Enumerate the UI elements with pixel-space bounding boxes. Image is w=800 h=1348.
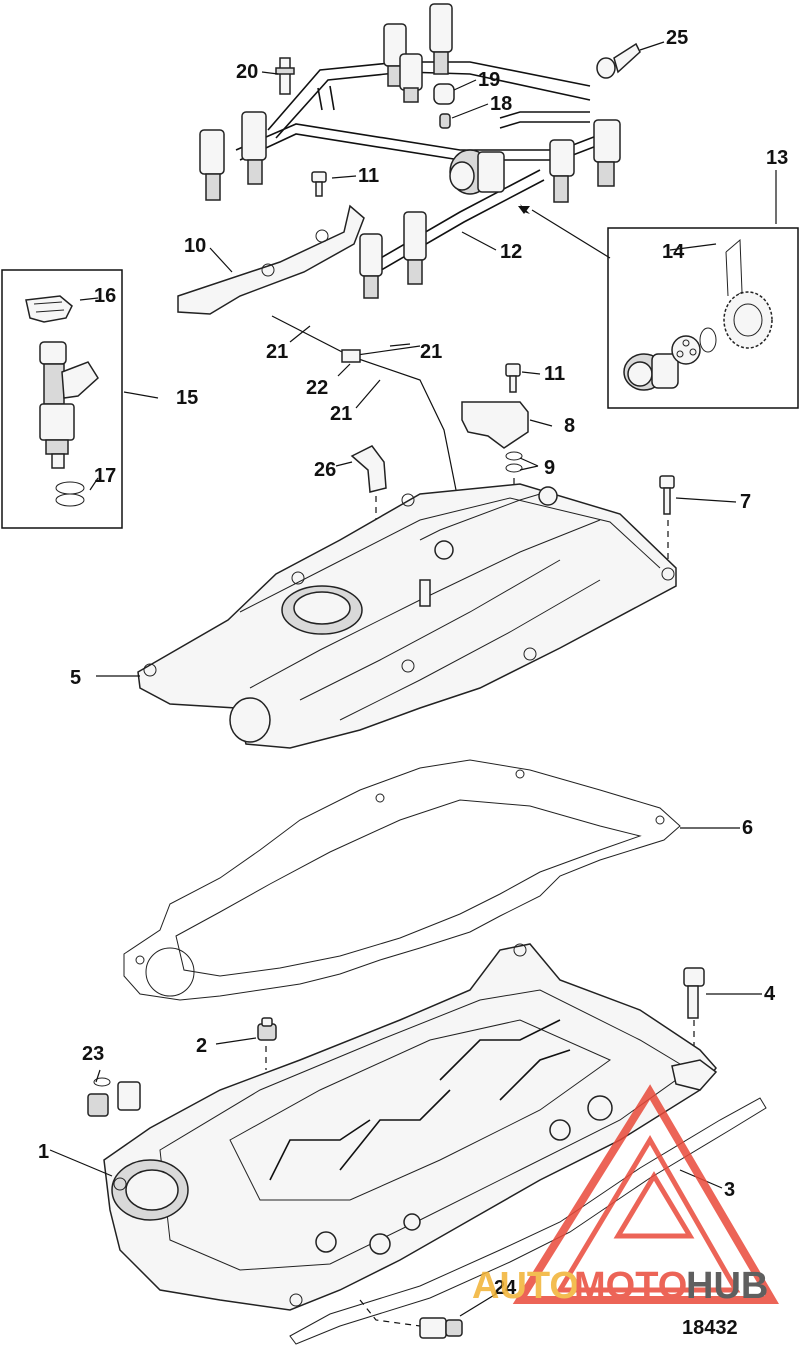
gasket-side (289, 1097, 767, 1345)
callout-7: 7 (740, 491, 751, 513)
callout-1: 1 (38, 1141, 49, 1163)
callout-10: 10 (184, 235, 206, 257)
callout-17: 17 (94, 465, 116, 487)
callout-15: 15 (176, 387, 198, 409)
lower-intake-manifold (103, 943, 718, 1311)
detail-box-injector (1, 269, 123, 529)
fuel-rail-assembly (199, 3, 641, 299)
callout-11a: 11 (358, 165, 379, 187)
upper-intake-manifold (137, 483, 677, 749)
callout-2: 2 (196, 1035, 207, 1057)
callout-22: 22 (306, 377, 328, 399)
callout-5: 5 (70, 667, 81, 689)
callout-21a: 21 (266, 341, 288, 363)
callout-19: 19 (478, 69, 500, 91)
callout-21b: 21 (420, 341, 442, 363)
watermark-logo: AUTO MOTO HUB (472, 1084, 779, 1307)
callout-24: 24 (494, 1277, 517, 1299)
callout-16: 16 (94, 285, 116, 307)
gasket-upper (123, 759, 681, 1001)
figure-number: 18432 (682, 1317, 738, 1339)
callout-13: 13 (766, 147, 788, 169)
callout-9: 9 (544, 457, 555, 479)
callout-12: 12 (500, 241, 522, 263)
watermark-moto: MOTO (574, 1265, 687, 1307)
bracket (177, 204, 365, 315)
watermark-hub: HUB (686, 1265, 768, 1307)
callout-20: 20 (236, 61, 258, 83)
callout-4: 4 (764, 983, 776, 1005)
callout-23: 23 (82, 1043, 104, 1065)
watermark-auto: AUTO (472, 1265, 579, 1307)
callout-8: 8 (564, 415, 575, 437)
callout-14: 14 (662, 241, 685, 263)
callout-6: 6 (742, 817, 753, 839)
detail-box-regulator (607, 227, 799, 409)
callout-11b: 11 (544, 363, 565, 385)
callout-18: 18 (490, 93, 512, 115)
leader-lines (49, 41, 777, 1317)
callout-labels: 1 2 3 4 5 6 7 8 9 10 11 11 12 13 14 15 1… (38, 27, 788, 1299)
callout-21c: 21 (330, 403, 352, 425)
callout-3: 3 (724, 1179, 735, 1201)
callout-25: 25 (666, 27, 688, 49)
callout-26: 26 (314, 459, 336, 481)
